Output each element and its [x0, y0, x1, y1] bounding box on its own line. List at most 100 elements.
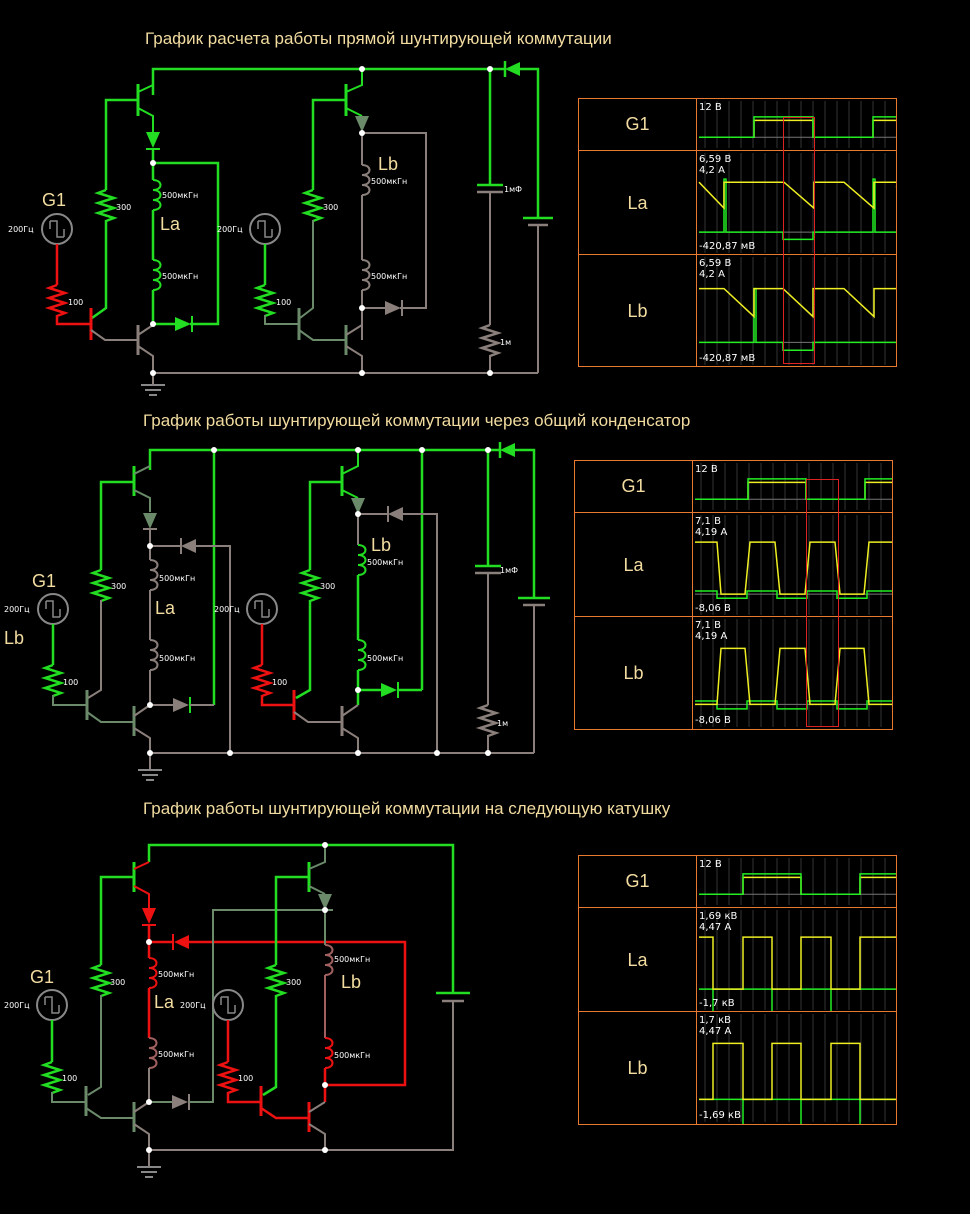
voltage-trace	[699, 936, 896, 990]
coil-label-lb: Lb	[378, 154, 398, 174]
scope-max-readout: 7,1 В 4,19 А	[695, 516, 728, 538]
scope-channel-label: La	[575, 513, 693, 617]
voltage-trace	[699, 1042, 896, 1101]
scope-channel-label: G1	[579, 856, 697, 907]
current-trace	[699, 873, 896, 895]
svg-text:200Гц: 200Гц	[217, 225, 243, 234]
voltage-trace	[699, 287, 896, 319]
scope-min-readout: -8,06 В	[695, 715, 731, 726]
scope-min-readout: -420,87 мВ	[699, 353, 756, 364]
section-title-2: График работы шунтирующей коммутации чер…	[143, 411, 691, 430]
diode-icon	[505, 62, 520, 76]
scope-plot: 12 В	[693, 461, 892, 512]
svg-text:500мкГн: 500мкГн	[367, 654, 403, 663]
waveform	[699, 257, 896, 365]
generator-label: G1	[42, 190, 66, 210]
svg-text:500мкГн: 500мкГн	[371, 177, 407, 186]
scope-max-readout: 1,69 кВ 4,47 А	[699, 911, 738, 933]
section-title-3: График работы шунтирующей коммутации на …	[143, 799, 671, 818]
scope-min-readout: -420,87 мВ	[699, 241, 756, 252]
svg-text:La: La	[155, 598, 176, 618]
scope-max-readout: 12 В	[699, 102, 722, 113]
scope-max-readout: 1,7 кВ 4,47 А	[699, 1015, 732, 1037]
current-trace	[699, 178, 896, 241]
current-trace	[699, 1098, 896, 1124]
scope-max-readout: 6,59 В 4,2 А	[699, 258, 732, 280]
svg-text:200Гц: 200Гц	[180, 1001, 206, 1010]
svg-text:200Гц: 200Гц	[214, 605, 240, 614]
waveform	[699, 910, 896, 1012]
square-wave-generator-icon	[41, 213, 73, 245]
svg-text:300: 300	[320, 582, 335, 591]
svg-text:La: La	[154, 992, 175, 1012]
svg-text:500мкГн: 500мкГн	[159, 574, 195, 583]
scope-min-readout: -1,7 кВ	[699, 998, 735, 1009]
svg-text:G1: G1	[30, 967, 54, 987]
scope-min-readout: -8,06 В	[695, 603, 731, 614]
scope-cursor-selection[interactable]	[806, 479, 839, 727]
scope-plot: 12 В	[697, 99, 896, 150]
current-trace	[695, 590, 892, 600]
voltage-trace	[695, 647, 892, 706]
scope-max-readout: 12 В	[699, 859, 722, 870]
scope-channel-label: Lb	[575, 617, 693, 729]
scope-max-readout: 7,1 В 4,19 А	[695, 620, 728, 642]
svg-text:300: 300	[323, 203, 338, 212]
svg-text:300: 300	[110, 978, 125, 987]
scope-plot: 1,69 кВ 4,47 А -1,7 кВ	[697, 908, 896, 1012]
current-trace	[695, 478, 892, 500]
svg-text:100: 100	[63, 678, 78, 687]
waveform	[695, 619, 892, 727]
section-title-1: График расчета работы прямой шунтирующей…	[145, 29, 612, 48]
scope-channel-label: Lb	[579, 1012, 697, 1124]
svg-text:1мФ: 1мФ	[500, 566, 518, 575]
svg-text:500мкГн: 500мкГн	[158, 1050, 194, 1059]
current-trace	[699, 116, 896, 138]
svg-text:100: 100	[238, 1074, 253, 1083]
scope-plot: 6,59 В 4,2 А -420,87 мВ	[697, 255, 896, 367]
svg-text:500мкГн: 500мкГн	[159, 654, 195, 663]
capacitor-label: 1мФ	[504, 185, 522, 194]
svg-text:200Гц: 200Гц	[8, 225, 34, 234]
scope-cursor-selection[interactable]	[783, 117, 815, 364]
scope-plot: 6,59 В 4,2 А -420,87 мВ	[697, 151, 896, 255]
svg-text:Lb: Lb	[4, 628, 24, 648]
scope-plot: 7,1 В 4,19 А -8,06 В	[693, 617, 892, 729]
svg-text:500мкГн: 500мкГн	[162, 272, 198, 281]
scope-channel-label: Lb	[579, 255, 697, 367]
scope-max-readout: 6,59 В 4,2 А	[699, 154, 732, 176]
svg-text:200Гц: 200Гц	[4, 605, 30, 614]
circuit-1: 1мФ 1м 500мкГн La 500мкГн 300 G1	[8, 61, 553, 396]
svg-text:500мкГн: 500мкГн	[334, 1051, 370, 1060]
coil-label-lb-3: Lb	[341, 972, 361, 992]
waveform	[698, 153, 896, 253]
svg-text:300: 300	[116, 203, 131, 212]
svg-text:500мкГн: 500мкГн	[371, 272, 407, 281]
waveform	[695, 515, 892, 615]
resistor-label: 1м	[500, 338, 511, 347]
svg-text:100: 100	[68, 298, 83, 307]
waveform	[699, 101, 896, 148]
svg-text:100: 100	[272, 678, 287, 687]
svg-text:1м: 1м	[497, 719, 508, 728]
svg-text:100: 100	[276, 298, 291, 307]
svg-text:500мкГн: 500мкГн	[158, 970, 194, 979]
scope-channel-label: La	[579, 908, 697, 1012]
scope-max-readout: 12 В	[695, 464, 718, 475]
waveform	[699, 858, 896, 905]
svg-text:500мкГн: 500мкГн	[162, 191, 198, 200]
scope-plot: 1,7 кВ 4,47 А-1,69 кВ	[697, 1012, 896, 1124]
circuit-3: 500мкГн La 500мкГн 300 G1 200Гц 100 500м…	[4, 842, 470, 1178]
